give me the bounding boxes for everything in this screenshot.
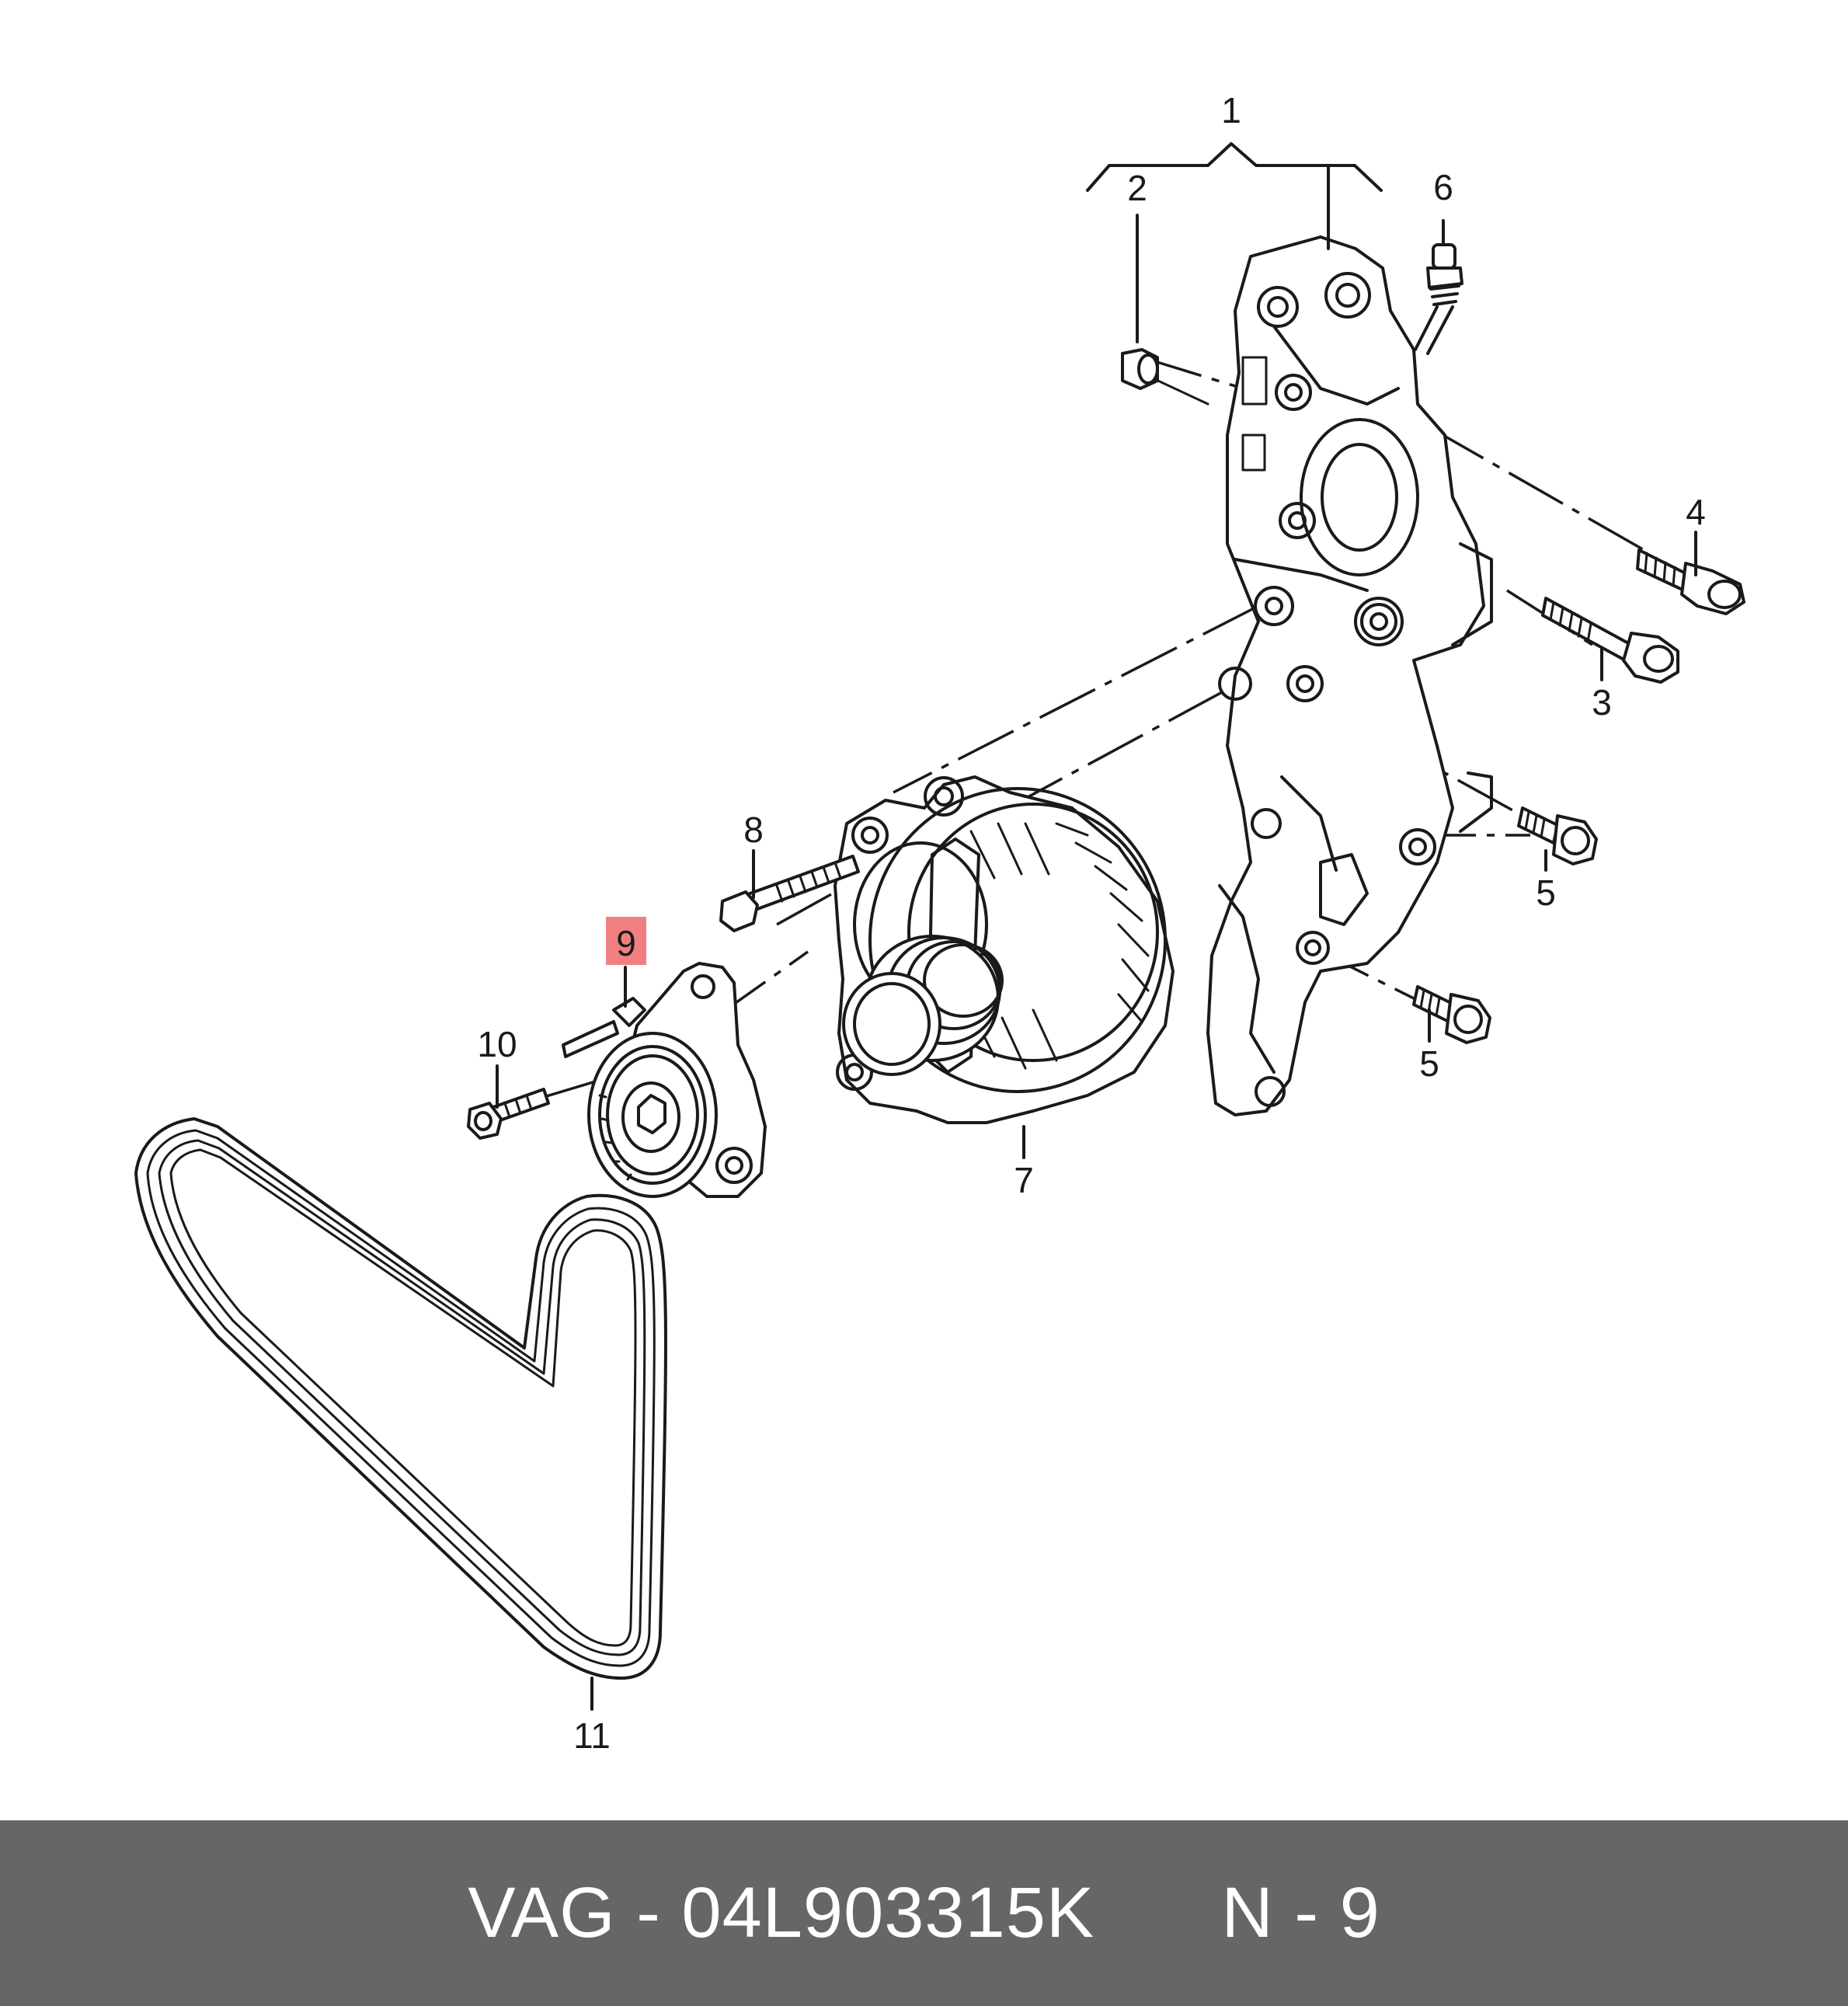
footer-part-number: 04L903315K xyxy=(681,1873,1095,1952)
sleeve-part-2 xyxy=(1121,348,1159,390)
footer-position-value: 9 xyxy=(1339,1873,1380,1952)
footer-position-prefix: N xyxy=(1221,1873,1274,1952)
callout-11: 11 xyxy=(573,1715,611,1756)
bolt-part-8 xyxy=(719,855,860,932)
bracket-part-1 xyxy=(1206,235,1493,1116)
footer-brand: VAG xyxy=(468,1873,616,1952)
callout-1: 1 xyxy=(1221,90,1241,131)
callout-6: 6 xyxy=(1433,167,1453,207)
bolt-part-3 xyxy=(1541,597,1679,684)
footer-caption: VAG - 04L903315K N - 9 xyxy=(468,1872,1380,1954)
callout-7: 7 xyxy=(1014,1160,1034,1200)
callout-5-lower: 5 xyxy=(1419,1043,1439,1084)
footer-position-separator: - xyxy=(1294,1873,1320,1952)
callout-8: 8 xyxy=(743,810,764,850)
footer-bar: VAG - 04L903315K N - 9 xyxy=(0,1820,1848,2006)
bolt-part-5-upper xyxy=(1517,806,1598,865)
parts-diagram: 1 2 3 4 5 5 6 7 8 9 10 11 xyxy=(134,90,1745,1756)
bolt-part-10 xyxy=(467,1088,550,1140)
callout-9-highlight xyxy=(606,917,646,965)
callout-9: 9 xyxy=(616,923,636,963)
footer-separator: - xyxy=(636,1873,661,1952)
leader-lines xyxy=(496,142,1697,1711)
bolt-part-5-lower xyxy=(1412,985,1491,1044)
tensioner-part-9 xyxy=(562,962,767,1198)
callout-2: 2 xyxy=(1127,168,1147,208)
callout-10: 10 xyxy=(477,1024,517,1064)
callout-4: 4 xyxy=(1686,492,1706,532)
callout-5-upper: 5 xyxy=(1536,872,1556,913)
bolt-part-4 xyxy=(1636,549,1745,615)
stud-part-6 xyxy=(1414,243,1463,355)
belt-part-11 xyxy=(134,1117,667,1680)
callout-labels: 1 2 3 4 5 5 6 7 8 9 10 11 xyxy=(477,90,1705,1756)
callout-3: 3 xyxy=(1592,682,1612,723)
alternator-part-7 xyxy=(834,775,1175,1124)
